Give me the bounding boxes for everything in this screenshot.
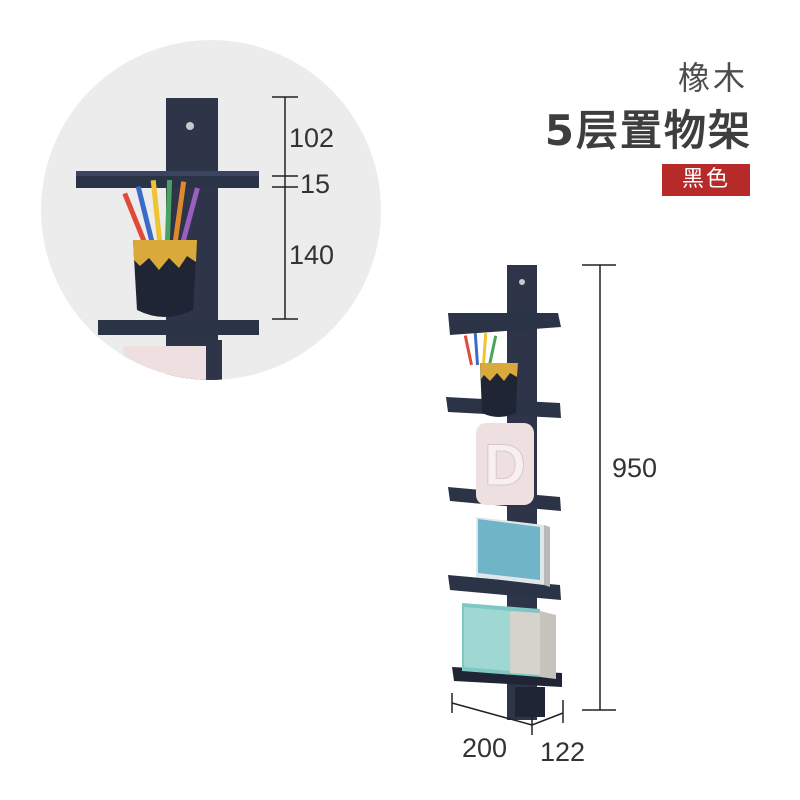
shelf-pencil-cup (463, 332, 518, 417)
product-title: 5层置物架 (544, 106, 752, 155)
detail-dimension-lines (272, 96, 298, 320)
shelf-screw (519, 279, 525, 285)
dim-top-height: 102 (289, 123, 335, 153)
detail-zoom-circle (41, 40, 381, 380)
main-dimension-lines (451, 264, 616, 735)
decor-letter-d: D (476, 423, 534, 505)
color-badge[interactable]: 黑色 (662, 164, 750, 196)
detail-illustration (76, 98, 259, 380)
books-upper (476, 517, 550, 587)
detail-pencils (122, 179, 200, 247)
decor-letter-text: D (484, 433, 526, 498)
dim-board-thickness: 15 (300, 169, 331, 199)
dim-width: 200 (462, 733, 508, 763)
dim-shelf-gap: 140 (289, 240, 335, 270)
detail-lower-shelf (98, 320, 259, 335)
dim-height: 950 (612, 453, 658, 483)
books-lower (462, 603, 556, 679)
detail-screw (186, 122, 194, 130)
detail-pencil-cup (133, 240, 197, 317)
shelf-illustration: D (446, 265, 562, 720)
dim-depth: 122 (540, 737, 586, 767)
detail-letter-edge (123, 346, 213, 380)
material-label: 橡木 (677, 59, 748, 97)
